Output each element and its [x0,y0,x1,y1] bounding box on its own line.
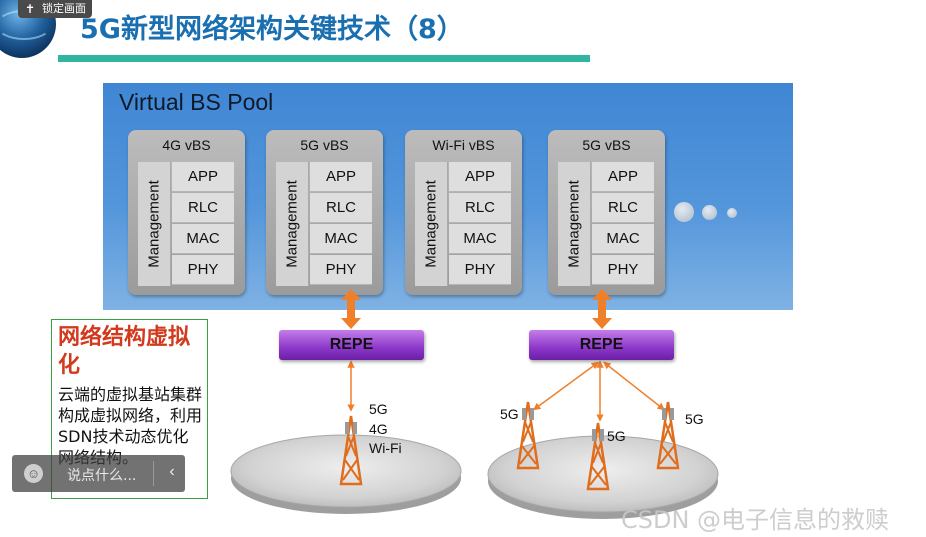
pin-icon: ✝ [25,2,36,16]
layer-app: APP [592,162,654,192]
comment-input[interactable]: 说点什么... [67,468,137,484]
layer-phy: PHY [449,255,511,285]
vbs-card-5g: 5G vBS Management APP RLC MAC PHY [266,130,383,295]
layer-app: APP [172,162,234,192]
slide-title: 5G新型网络架构关键技术（8） [80,14,464,45]
tower-label: 5G [369,401,388,417]
repe-box-right: REPE [529,330,674,360]
comment-widget[interactable]: ☺ 说点什么... ‹ [12,455,185,492]
layer-mac: MAC [592,224,654,254]
vbs-title: 5G vBS [300,137,349,153]
vbs-title: Wi-Fi vBS [432,137,495,153]
tower-icon [516,401,540,470]
divider [153,461,154,486]
tower-icon [656,401,680,470]
tower-label: Wi-Fi [369,440,402,456]
virtual-bs-pool: Virtual BS Pool 4G vBS Management APP RL… [103,83,793,310]
vbs-management: Management [415,162,448,286]
layer-rlc: RLC [449,193,511,223]
smiley-icon[interactable]: ☺ [24,464,43,483]
vbs-card-5g-second: 5G vBS Management APP RLC MAC PHY [548,130,665,295]
tower-label: 5G [685,411,704,427]
callout-heading: 网络结构虚拟化 [58,325,191,378]
ellipsis-dot [702,205,717,220]
vbs-management: Management [138,162,171,286]
ellipsis-dot [674,202,694,222]
tower-icon [339,415,363,486]
lock-screen-button[interactable]: ✝ 锁定画面 [18,0,92,18]
coverage-disc-left [230,434,462,514]
vbs-card-wifi: Wi-Fi vBS Management APP RLC MAC PHY [405,130,522,295]
tower-label: 5G [500,406,519,422]
layer-rlc: RLC [310,193,372,223]
pool-title: Virtual BS Pool [119,89,274,115]
link-arrow [532,361,600,411]
layer-app: APP [310,162,372,192]
layer-mac: MAC [172,224,234,254]
vbs-management: Management [276,162,309,286]
vbs-title: 4G vBS [162,137,211,153]
vbs-title: 5G vBS [582,137,631,153]
layer-phy: PHY [310,255,372,285]
layer-phy: PHY [592,255,654,285]
repe-box-left: REPE [279,330,424,360]
tower-label: 4G [369,421,388,437]
layer-mac: MAC [449,224,511,254]
layer-rlc: RLC [172,193,234,223]
layer-mac: MAC [310,224,372,254]
vbs-card-4g: 4G vBS Management APP RLC MAC PHY [128,130,245,295]
link-arrow [603,361,665,411]
callout-textbox: 网络结构虚拟化 云端的虚拟基站集群构成虚拟网络，利用SDN技术动态优化网络结构。 [51,319,208,499]
lock-screen-label: 锁定画面 [42,2,86,15]
vbs-management: Management [558,162,591,286]
pool-repe-arrow-left [341,289,361,329]
title-underline [58,55,590,62]
watermark: CSDN @电子信息的救赎 [621,506,890,534]
pool-repe-arrow-right [592,289,612,329]
layer-phy: PHY [172,255,234,285]
layer-rlc: RLC [592,193,654,223]
ellipsis-dot [727,208,737,218]
layer-app: APP [449,162,511,192]
chevron-left-icon[interactable]: ‹ [169,463,175,480]
tower-icon [586,422,610,491]
tower-label: 5G [607,428,626,444]
